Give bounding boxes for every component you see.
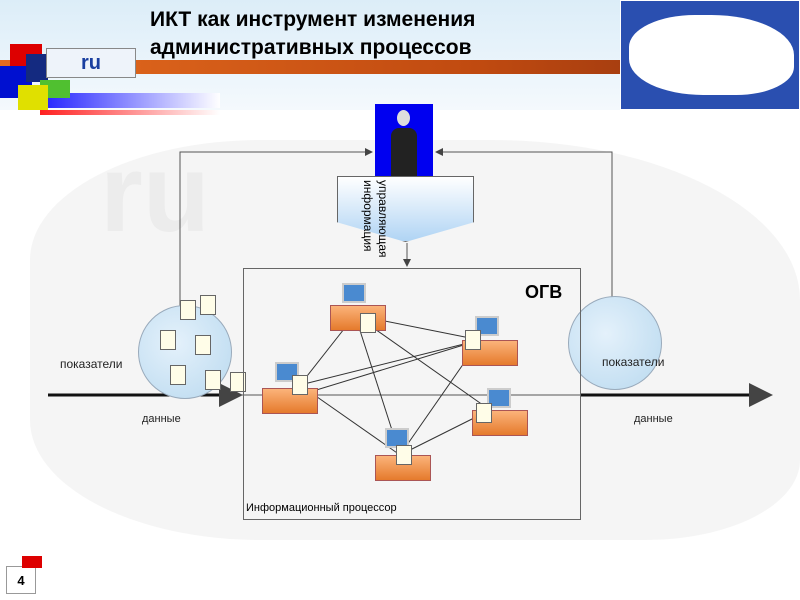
document-icon <box>195 335 211 355</box>
right-data-label: данные <box>634 413 673 425</box>
page-number: 4 <box>6 566 36 594</box>
document-icon <box>292 375 308 395</box>
document-icon <box>396 445 412 465</box>
title-line-2: административных процессов <box>150 36 472 59</box>
red-gradient-bar <box>40 110 220 115</box>
title-line-1: ИКТ как инструмент изменения <box>150 8 476 31</box>
blue-gradient-bar <box>40 93 220 108</box>
document-icon <box>360 313 376 333</box>
document-icon <box>200 295 216 315</box>
monitor-icon <box>475 316 499 336</box>
header-orange-bar <box>0 60 800 74</box>
document-icon <box>230 372 246 392</box>
monitor-icon <box>342 283 366 303</box>
manager-photo <box>375 104 433 176</box>
output-data-circle <box>568 296 662 390</box>
page-number-decor <box>22 556 42 568</box>
workstation-computer <box>330 305 386 331</box>
decor-square-navy <box>26 54 48 82</box>
document-icon <box>465 330 481 350</box>
left-data-label: данные <box>142 413 181 425</box>
russia-map-logo <box>620 0 800 110</box>
processor-label: Информационный процессор <box>246 502 397 514</box>
logo-text: ru <box>81 51 101 74</box>
right-indicators-label: показатели <box>602 355 665 369</box>
workstation-computer <box>262 388 318 414</box>
document-icon <box>170 365 186 385</box>
document-icon <box>205 370 221 390</box>
monitor-icon <box>487 388 511 408</box>
document-icon <box>160 330 176 350</box>
management-info-text: управляющая информация <box>361 180 390 258</box>
workstation-computer <box>472 410 528 436</box>
slide-title: ИКТ как инструмент изменения администрати… <box>150 6 475 62</box>
left-indicators-label: показатели <box>60 357 123 371</box>
document-icon <box>476 403 492 423</box>
document-icon <box>180 300 196 320</box>
logo: ru <box>46 48 136 78</box>
ogv-label: ОГВ <box>525 282 563 302</box>
information-processor-box <box>243 268 581 520</box>
decor-square-yellow <box>18 85 48 110</box>
